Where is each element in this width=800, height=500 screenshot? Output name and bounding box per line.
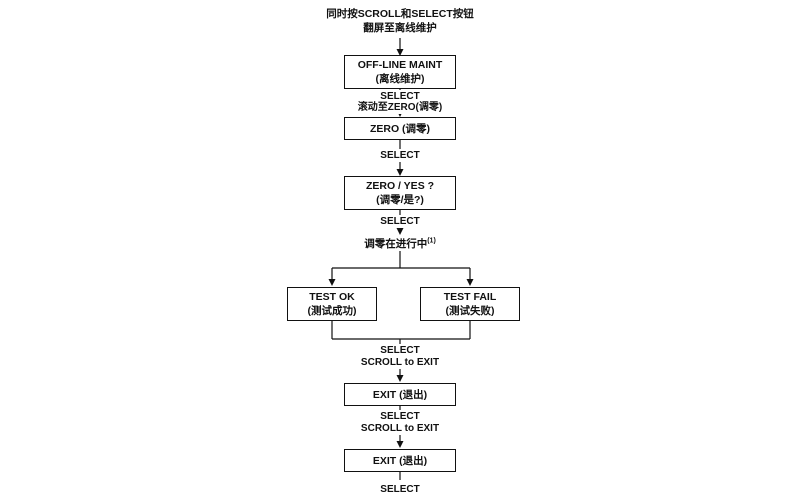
test-fail-label-en: TEST FAIL [443, 291, 497, 303]
test-ok-box: TEST OK (测试成功) [287, 287, 377, 321]
test-fail-label-zh: (测试失败) [445, 305, 495, 317]
scroll-to-exit-label-2: SCROLL to EXIT [357, 422, 443, 435]
exit-label-1: EXIT (退出) [372, 388, 428, 401]
test-ok-label-zh: (测试成功) [307, 305, 357, 317]
test-fail-box: TEST FAIL (测试失败) [420, 287, 520, 321]
scroll-to-zero-label: 滚动至ZERO(调零) [354, 101, 446, 114]
select-label-1: SELECT [377, 90, 423, 103]
exit-box-1: EXIT (退出) [344, 383, 456, 406]
select-label-3: SELECT [377, 215, 423, 228]
zero-in-progress-label: 调零在进行中 [364, 238, 428, 250]
exit-box-2: EXIT (退出) [344, 449, 456, 472]
intro-line-1: 同时按SCROLL和SELECT按钮 [323, 8, 477, 21]
exit-label-2: EXIT (退出) [372, 454, 428, 467]
select-label-6: SELECT [377, 483, 423, 496]
zero-in-progress-text: 调零在进行中(1) [361, 238, 439, 251]
select-label-4: SELECT [377, 344, 423, 357]
scroll-to-exit-label-1: SCROLL to EXIT [357, 356, 443, 369]
zero-yes-box: ZERO / YES ? (调零/是?) [344, 176, 456, 210]
offline-maint-label-zh: (离线维护) [375, 73, 425, 85]
zero-yes-label-en: ZERO / YES ? [365, 180, 435, 192]
intro-line-2: 翻屏至离线维护 [360, 22, 440, 35]
offline-maint-box: OFF-LINE MAINT (离线维护) [344, 55, 456, 89]
test-ok-label-en: TEST OK [309, 291, 355, 303]
select-label-5: SELECT [377, 410, 423, 423]
offline-maint-label-en: OFF-LINE MAINT [357, 59, 443, 71]
zero-yes-label-zh: (调零/是?) [376, 194, 424, 206]
zero-label: ZERO (调零) [369, 122, 431, 135]
select-label-2: SELECT [377, 149, 423, 162]
zero-box: ZERO (调零) [344, 117, 456, 140]
zero-in-progress-footnote-ref: (1) [427, 237, 436, 245]
